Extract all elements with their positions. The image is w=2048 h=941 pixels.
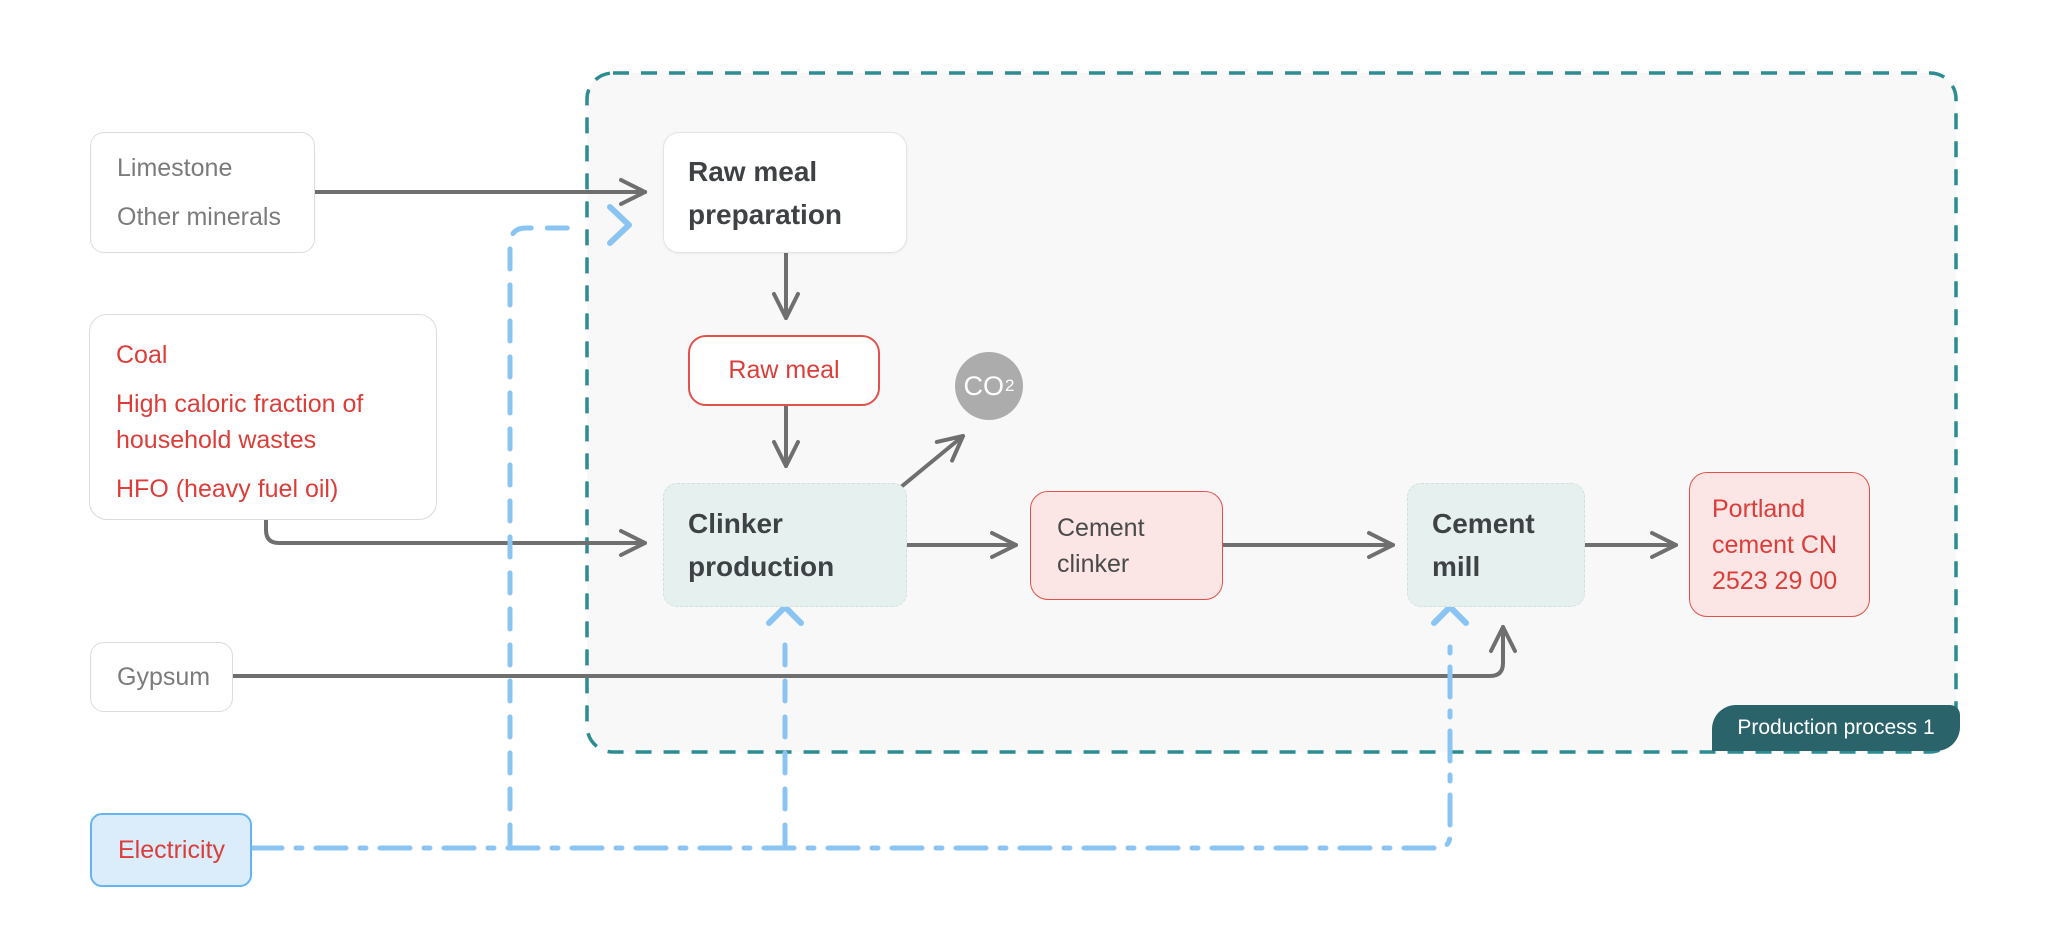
cement-mill-node: Cement mill [1407,483,1585,607]
arrow-gypsum-to-cement-mill [231,625,1517,678]
portland-cement-label: Portland cement CN 2523 29 00 [1712,494,1838,595]
clinker-production-node: Clinker production [663,483,907,607]
fuel-item-hfo: HFO (heavy fuel oil) [116,475,339,503]
arrow-clinker-production-to-co2 [899,434,965,489]
production-process-badge: Production process 1 [1712,705,1960,751]
fuel-item-household-wastes: High caloric fraction of household waste… [116,390,364,454]
clinker-production-label: Clinker production [688,508,835,582]
limestone-input-box: Limestone Other minerals [90,132,315,253]
limestone-line-1: Limestone [117,153,233,182]
electricity-line-to-raw-meal-preparation [507,225,578,848]
production-process-badge-label: Production process 1 [1737,716,1935,739]
electricity-chevron-up-clinker-icon [766,604,804,626]
raw-meal-node: Raw meal [688,335,880,406]
co2-formula: CO [963,370,1005,401]
electricity-input-box: Electricity [90,813,252,887]
electricity-label: Electricity [118,835,225,864]
gypsum-input-box: Gypsum [90,642,233,712]
electricity-chevron-right-icon [607,204,632,246]
portland-cement-node: Portland cement CN 2523 29 00 [1689,472,1870,617]
fuel-item-coal: Coal [116,341,168,369]
gypsum-label: Gypsum [117,662,211,691]
raw-meal-label: Raw meal [728,356,840,384]
electricity-chevron-up-cement-mill-icon [1431,604,1469,626]
fuels-input-box: Coal High caloric fraction of household … [89,314,437,520]
cement-mill-label: Cement mill [1432,508,1535,582]
production-process-dashed-border [585,71,1958,754]
cement-clinker-label: Cement clinker [1057,513,1145,578]
raw-meal-preparation-node: Raw meal preparation [663,132,907,253]
raw-meal-preparation-label: Raw meal preparation [688,155,843,230]
limestone-line-2: Other minerals [117,202,281,231]
electricity-line-main [249,642,1453,851]
arrow-fuels-to-clinker-production [264,518,647,557]
cement-clinker-node: Cement clinker [1030,491,1223,600]
